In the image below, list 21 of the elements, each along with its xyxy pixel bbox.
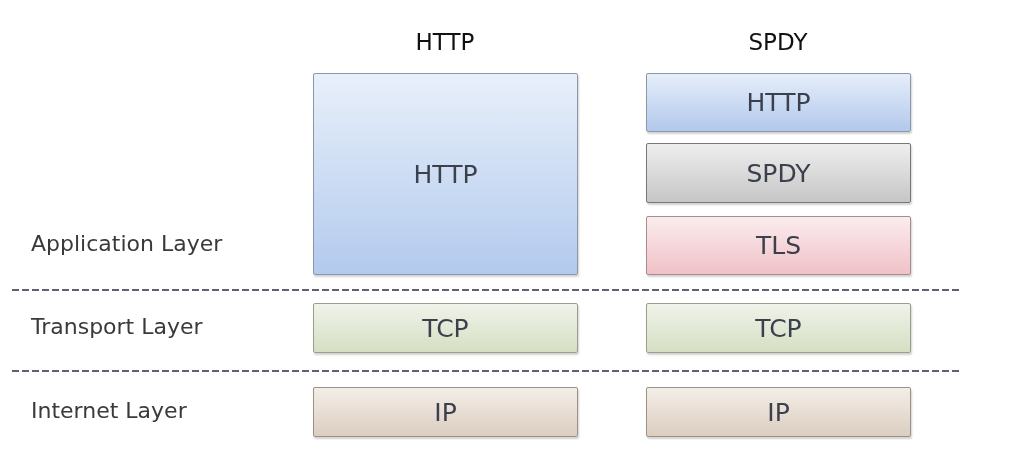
protocol-box xyxy=(646,303,911,353)
protocol-name: IP xyxy=(767,397,790,427)
column-heading: HTTP xyxy=(415,29,475,55)
protocol-name: TCP xyxy=(755,313,802,343)
protocol-box xyxy=(313,73,578,275)
protocol-box xyxy=(646,73,911,132)
protocol-box xyxy=(646,216,911,275)
protocol-box xyxy=(313,303,578,353)
protocol-box xyxy=(646,143,911,203)
protocol-name: IP xyxy=(434,397,457,427)
column-heading: SPDY xyxy=(748,29,808,55)
layer-label: Transport Layer xyxy=(31,314,203,339)
layer-label: Internet Layer xyxy=(31,398,187,423)
protocol-name: HTTP xyxy=(746,88,811,117)
protocol-name: TCP xyxy=(422,313,469,343)
protocol-box xyxy=(313,387,578,437)
protocol-name: SPDY xyxy=(746,158,811,188)
protocol-box xyxy=(646,387,911,437)
protocol-name: TLS xyxy=(755,231,802,260)
protocol-name: HTTP xyxy=(413,159,478,189)
layer-label: Application Layer xyxy=(31,231,223,256)
